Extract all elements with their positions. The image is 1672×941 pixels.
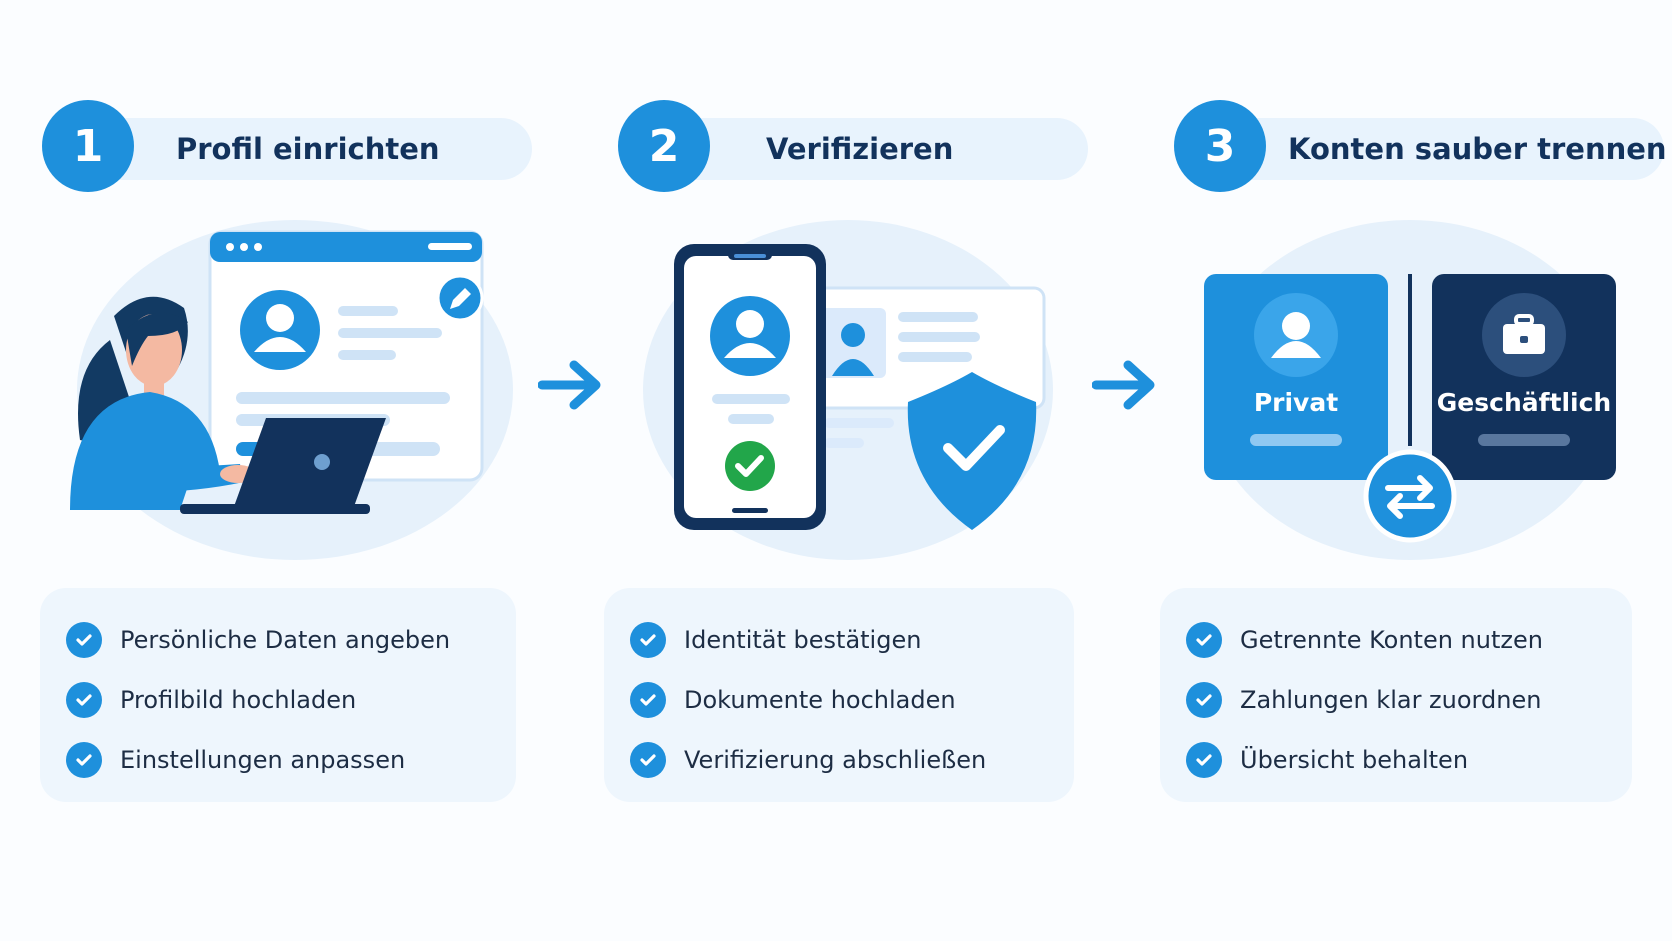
step-3-checklist: Getrennte Konten nutzen Zahlungen klar z…	[1160, 588, 1632, 802]
woman-illustration	[70, 296, 256, 510]
checklist-label: Einstellungen anpassen	[120, 746, 406, 774]
step-1-header: 1 Profil einrichten	[42, 100, 532, 192]
step-3-title: Konten sauber trennen	[1288, 132, 1667, 166]
private-account-label: Privat	[1253, 388, 1339, 417]
step-2-title-pill	[658, 118, 1088, 180]
list-item: Übersicht behalten	[1186, 730, 1632, 790]
checklist-label: Zahlungen klar zuordnen	[1240, 686, 1542, 714]
briefcase-icon	[1482, 293, 1566, 377]
swap-arrows-icon	[1363, 449, 1457, 543]
checklist-label: Übersicht behalten	[1240, 746, 1469, 774]
checklist-label: Dokumente hochladen	[684, 686, 956, 714]
check-icon	[66, 622, 102, 658]
laptop-icon	[180, 418, 386, 514]
list-item: Dokumente hochladen	[630, 670, 1074, 730]
checklist-label: Verifizierung abschließen	[684, 746, 987, 774]
user-icon	[1254, 293, 1338, 377]
shield-check-icon	[907, 372, 1037, 530]
check-icon	[66, 742, 102, 778]
business-account-label: Geschäftlich	[1436, 388, 1612, 417]
step-2-header: 2 Verifizieren	[618, 100, 1088, 192]
step-1-number-badge: 1	[42, 100, 134, 192]
step-3-title-pill	[1214, 118, 1664, 180]
step-1-title-pill	[82, 118, 532, 180]
checklist-label: Persönliche Daten angeben	[120, 626, 451, 654]
illustration-separate-accounts: Privat Geschäftlich	[1192, 210, 1628, 570]
list-item: Verifizierung abschließen	[630, 730, 1074, 790]
step-1-checklist: Persönliche Daten angeben Profilbild hoc…	[40, 588, 516, 802]
check-icon	[1186, 682, 1222, 718]
pencil-icon	[436, 274, 484, 322]
list-item: Zahlungen klar zuordnen	[1186, 670, 1632, 730]
check-icon	[66, 682, 102, 718]
private-account-card: Privat	[1204, 274, 1388, 480]
smartphone-icon	[674, 244, 826, 530]
step-3-number-badge: 3	[1174, 100, 1266, 192]
step-2-checklist: Identität bestätigen Dokumente hochladen…	[604, 588, 1074, 802]
arrow-right-icon	[537, 360, 602, 414]
checklist-label: Profilbild hochladen	[120, 686, 357, 714]
illustration-profile-setup	[40, 210, 520, 570]
list-item: Einstellungen anpassen	[66, 730, 516, 790]
arrow-right-icon	[1091, 360, 1156, 414]
list-item: Persönliche Daten angeben	[66, 610, 516, 670]
list-item: Getrennte Konten nutzen	[1186, 610, 1632, 670]
step-2-number-badge: 2	[618, 100, 710, 192]
check-icon	[1186, 742, 1222, 778]
business-account-card: Geschäftlich	[1432, 274, 1616, 480]
list-item: Identität bestätigen	[630, 610, 1074, 670]
check-icon	[630, 622, 666, 658]
step-2-title: Verifizieren	[766, 132, 954, 166]
checklist-label: Identität bestätigen	[684, 626, 922, 654]
id-card-icon	[802, 286, 1046, 448]
illustration-verification	[628, 210, 1068, 570]
step-1-title: Profil einrichten	[176, 132, 440, 166]
check-icon	[1186, 622, 1222, 658]
check-icon	[630, 742, 666, 778]
list-item: Profilbild hochladen	[66, 670, 516, 730]
step-3-header: 3 Konten sauber trennen	[1174, 100, 1667, 192]
checklist-label: Getrennte Konten nutzen	[1240, 626, 1543, 654]
check-icon	[630, 682, 666, 718]
